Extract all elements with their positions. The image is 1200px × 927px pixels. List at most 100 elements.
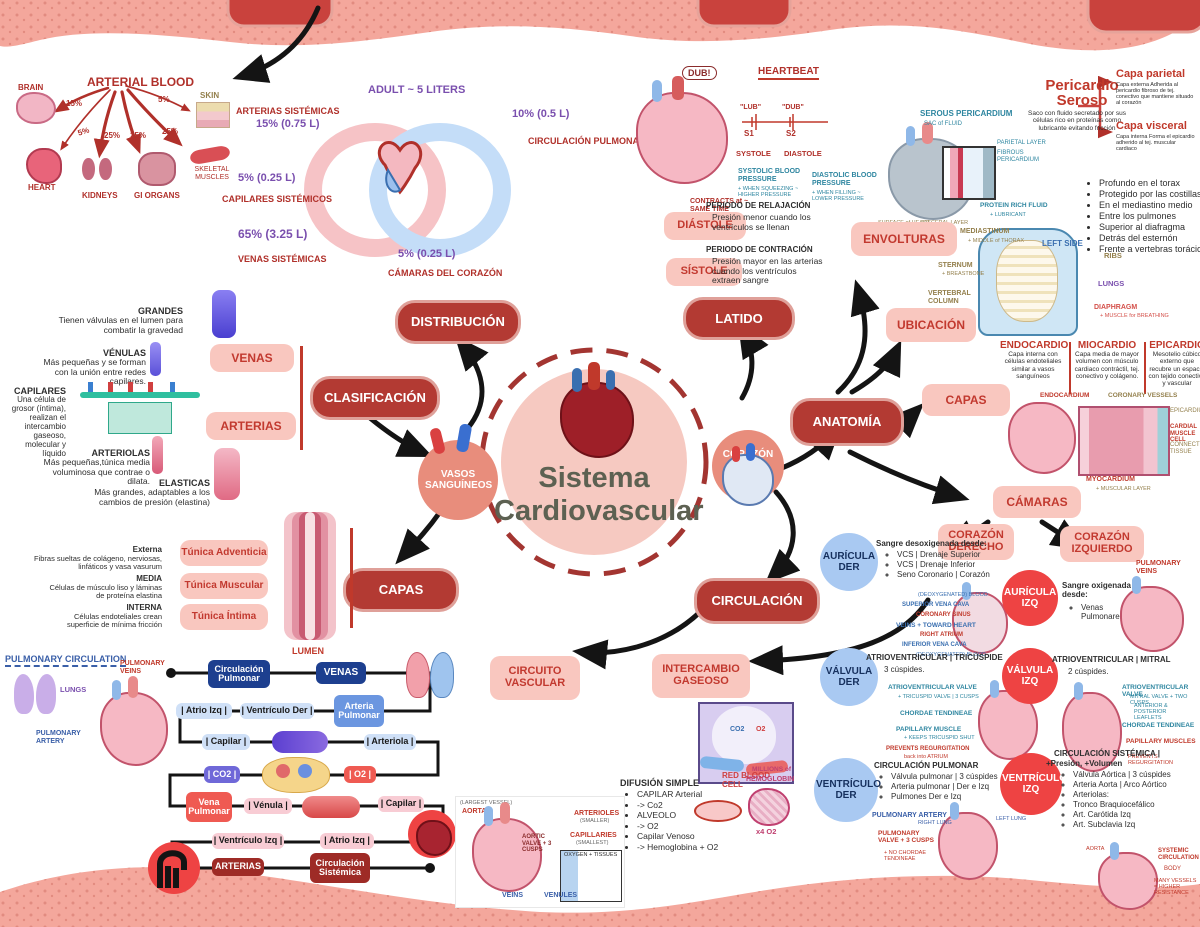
- flow-vena-pulmonar[interactable]: Vena Pulmonar: [186, 792, 232, 822]
- organ-label: GI ORGANS: [134, 191, 180, 200]
- organ-pct: 5%: [158, 95, 170, 104]
- list-item: Tronco Braquiocefálico: [1073, 800, 1200, 810]
- envolturas-badge[interactable]: ENVOLTURAS: [851, 222, 957, 256]
- list-item: Arteria pulmonar | Der e Izq: [891, 782, 1008, 792]
- list-item: -> Co2: [637, 800, 734, 811]
- aortic-valve-label: AORTIC VALVE + 3 CUSPS: [522, 834, 552, 854]
- flow-atrio-izq-2[interactable]: | Atrio Izq |: [320, 833, 374, 849]
- circulacion-badge[interactable]: CIRCULACIÓN: [694, 578, 820, 624]
- auricula-izq-node[interactable]: AURÍCULA IZQ: [1002, 570, 1058, 626]
- sac-of-fluid-label: SAC of FLUID: [924, 121, 963, 127]
- list-item: Válvula pulmonar | 3 cúspides: [891, 772, 1008, 782]
- anatomia-badge[interactable]: ANATOMÍA: [790, 398, 904, 446]
- latido-badge[interactable]: LATIDO: [683, 297, 795, 340]
- ad-coronary-sinus: CORONARY SINUS: [916, 612, 971, 618]
- flow-ventriculo-izq[interactable]: | Ventrículo Izq |: [212, 833, 284, 849]
- circ-pulmonar-label: CIRCULACIÓN PULMONAR: [528, 136, 646, 146]
- flow-arteriola[interactable]: | Arteriola |: [364, 734, 416, 750]
- ubicacion-badge[interactable]: UBICACIÓN: [886, 308, 976, 342]
- flow-co2[interactable]: | CO2 |: [204, 766, 240, 783]
- list-item: Seno Coronario | Corazón: [897, 570, 1004, 580]
- heart-icon: [26, 148, 62, 184]
- central-heart-illustration: [560, 382, 634, 458]
- difusion-simple-list: CAPILAR Arterial-> Co2ALVEOLO-> O2Capila…: [624, 789, 734, 853]
- vti-systemic-circulation: SYSTEMIC CIRCULATION: [1158, 848, 1199, 861]
- externa-block: Externa Fibras sueltas de colágeno, nerv…: [34, 545, 162, 572]
- flow-circulacion-sistemica[interactable]: Circulación Sistémica: [310, 853, 370, 883]
- systole-label: SYSTOLE: [736, 149, 771, 158]
- capa-visceral-desc: Capa interna Forma el epicardio adherido…: [1116, 134, 1195, 153]
- camaras-badge[interactable]: CÁMARAS: [993, 486, 1081, 518]
- valvula-der-node[interactable]: VÁLVULA DER: [820, 648, 878, 706]
- heart-vessel-icon: [572, 368, 582, 392]
- flow-circulacion-pulmonar[interactable]: Circulación Pulmonar: [208, 660, 270, 688]
- ventriculo-der-node[interactable]: VENTRÍCULO DER: [814, 758, 881, 822]
- dub-label: "DUB": [782, 104, 804, 111]
- heart-vessel-icon: [606, 370, 615, 390]
- circuito-vascular-badge[interactable]: CIRCUITO VASCULAR: [490, 656, 580, 700]
- capillaries-label: CAPILLARIES: [570, 832, 617, 839]
- miocardio-title: MIOCARDIO: [1077, 340, 1137, 351]
- vasos-sanguineos-label: VASOS SANGUÍNEOS: [425, 469, 493, 491]
- list-item: Arteria Aorta | Arco Aórtico: [1073, 780, 1200, 790]
- flow-ventriculo-der[interactable]: | Ventrículo Der |: [240, 703, 314, 719]
- flow-arterias[interactable]: ARTERIAS: [212, 858, 264, 876]
- capas-corazon-badge[interactable]: CAPAS: [922, 384, 1010, 416]
- flow-o2[interactable]: | O2 |: [344, 766, 376, 783]
- flow-capilar-1[interactable]: | Capilar |: [202, 734, 250, 750]
- diastole-badge[interactable]: DIÁSTOLE: [664, 212, 746, 240]
- brain-icon: [16, 92, 56, 124]
- tunica-intima-badge[interactable]: Túnica Íntima: [180, 604, 268, 630]
- heart-vessel-icon: [746, 443, 755, 461]
- flow-capilar-2[interactable]: | Capilar |: [378, 796, 424, 812]
- organ-pct: 15%: [66, 99, 83, 108]
- venas-badge[interactable]: VENAS: [210, 344, 294, 372]
- corazon-izquierdo-badge[interactable]: CORAZÓN IZQUIERDO: [1060, 526, 1144, 562]
- pericardio-seroso-title: Pericardio Seroso: [1045, 77, 1119, 109]
- vti-body: BODY: [1164, 866, 1182, 872]
- diastolic-bp-label: DIASTOLIC BLOOD PRESSURE: [812, 172, 877, 187]
- capas-vasos-badge[interactable]: CAPAS: [343, 568, 459, 612]
- millions-label: MILLIONS of: [752, 766, 791, 773]
- flow-venula[interactable]: | Vénula |: [244, 798, 292, 814]
- ventriculo-izq-sketch-heart: [1098, 852, 1158, 910]
- clasificacion-badge[interactable]: CLASIFICACIÓN: [310, 376, 440, 420]
- pericardium-layers-diagram: [942, 146, 996, 200]
- corazon-derecho-badge[interactable]: CORAZÓN DERECHO: [938, 524, 1014, 560]
- vasos-sanguineos-node[interactable]: VASOS SANGUÍNEOS: [418, 440, 498, 520]
- ventriculo-izq-sub: +Presión, +Volumen: [1046, 759, 1123, 768]
- auricula-der-node[interactable]: AURÍCULA DER: [820, 533, 878, 591]
- ventriculo-izq-title: CIRCULACIÓN SISTÉMICA |: [1054, 749, 1160, 758]
- capillaries-note: (SMALLEST): [576, 840, 609, 846]
- organ-label: SKELETAL MUSCLES: [194, 166, 230, 181]
- arterias-badge[interactable]: ARTERIAS: [206, 412, 296, 440]
- protein-rich-fluid-label: PROTEIN RICH FLUID: [980, 202, 1048, 209]
- mediastinum-label: MEDIASTINUM: [960, 228, 1010, 235]
- sistole-badge[interactable]: SÍSTOLE: [666, 258, 742, 286]
- central-title: Sistema Cardiovascular: [494, 462, 704, 528]
- valvula-izq-node[interactable]: VÁLVULA IZQ: [1002, 648, 1058, 704]
- organ-label: KIDNEYS: [82, 191, 118, 200]
- capilares-desc: Una célula de grosor (íntima), realizan …: [11, 395, 66, 458]
- arterias-sistemicas-value: 15% (0.75 L): [256, 118, 320, 130]
- tunica-adventicia-badge[interactable]: Túnica Adventicia: [180, 540, 268, 566]
- intercambio-gaseoso-badge[interactable]: INTERCAMBIO GASEOSO: [652, 654, 750, 698]
- diaphragm-label: DIAPHRAGM: [1094, 304, 1138, 311]
- list-item: Pulmones Der e Izq: [891, 792, 1008, 802]
- flow-atrio-izq-1[interactable]: | Atrio Izq |: [176, 703, 232, 719]
- fibrous-pericardium-label: FIBROUS PERICARDIUM: [997, 150, 1040, 163]
- latido-heart-illustration: [636, 92, 728, 184]
- flow-arteria-pulmonar[interactable]: Arteria Pulmonar: [334, 695, 384, 727]
- ventriculo-izq-node[interactable]: VENTRÍCULO IZQ: [1000, 753, 1067, 815]
- list-item: Arteriolas:: [1073, 790, 1200, 800]
- distribucion-badge[interactable]: DISTRIBUCIÓN: [395, 300, 521, 344]
- ai-pulmonary-veins: PULMONARY VEINS: [1136, 560, 1181, 575]
- flow-venas[interactable]: VENAS: [316, 662, 366, 684]
- aorta-note: (LARGEST VESSEL): [460, 800, 513, 806]
- vi-prevents: PREVENTS REGURGITATION: [1128, 754, 1174, 767]
- tunica-muscular-badge[interactable]: Túnica Muscular: [180, 573, 268, 599]
- heart-vessel-icon: [128, 676, 138, 698]
- x4-o2-label: x4 O2: [756, 827, 777, 836]
- skin-icon: [196, 102, 230, 128]
